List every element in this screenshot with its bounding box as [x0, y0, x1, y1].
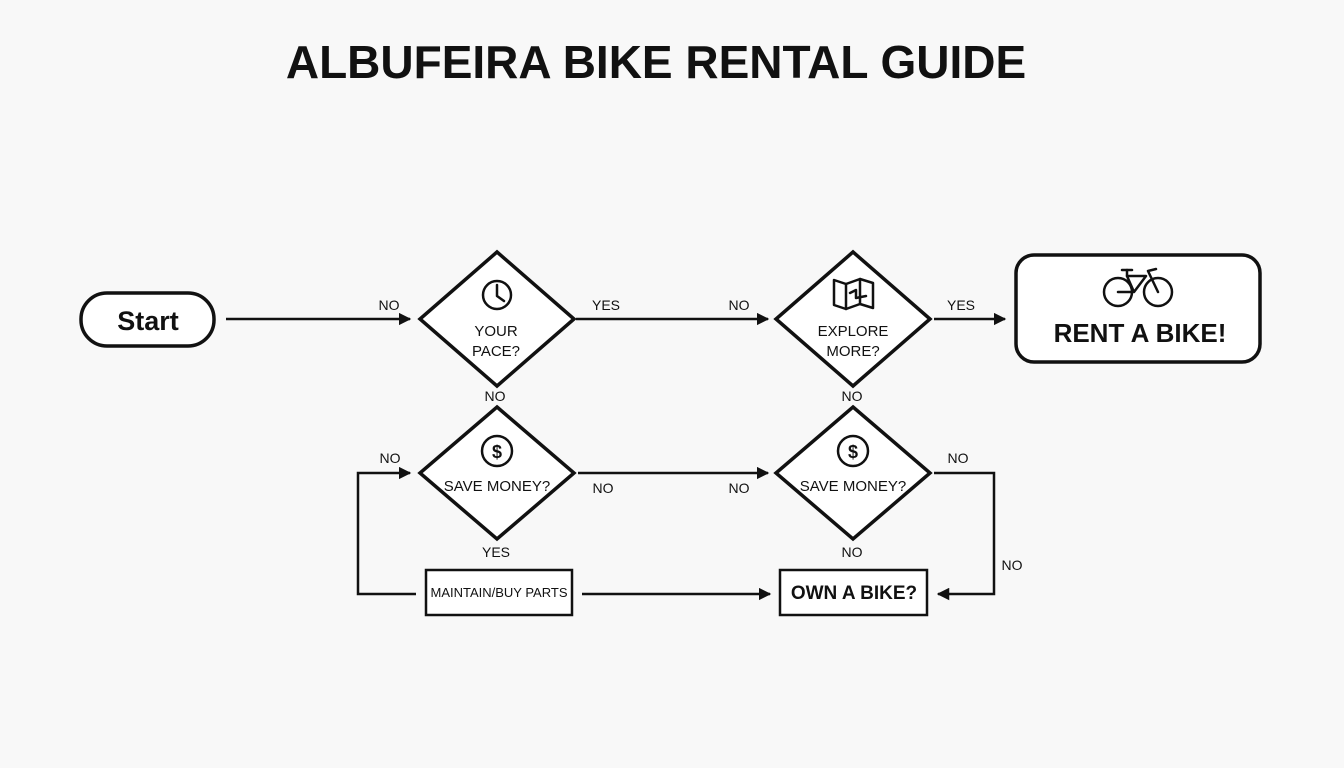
edge-label: NO [729, 297, 750, 313]
map-icon [832, 277, 875, 311]
edge-labels: NO YES NO YES NO NO NO NO NO NO YES NO N… [379, 297, 1023, 573]
outcome-rent-bike: RENT A BIKE! [1014, 253, 1262, 364]
rent-bike-label: RENT A BIKE! [1054, 318, 1227, 348]
bicycle-icon [1102, 267, 1174, 308]
decision-explore-more: EXPLORE MORE? [773, 249, 933, 389]
dollar-coin-icon: $ [836, 434, 870, 468]
explore-more-label-line2: MORE? [826, 343, 879, 360]
start-node: Start [79, 291, 216, 348]
decision-save-money-right: $ SAVE MONEY? [773, 404, 933, 542]
edge-loop-left [356, 466, 416, 596]
edge-label: YES [592, 297, 620, 313]
edge-label: NO [1002, 557, 1023, 573]
clock-icon [481, 279, 513, 311]
edge-label: NO [379, 297, 400, 313]
process-maintain-parts: MAINTAIN/BUY PARTS [424, 568, 574, 617]
start-label: Start [117, 306, 179, 336]
connectors [226, 312, 1007, 601]
edge-label: NO [842, 544, 863, 560]
svg-text:$: $ [848, 442, 858, 462]
decision-your-pace: YOUR PACE? [417, 249, 577, 389]
edge-label: NO [593, 480, 614, 496]
edge-label: NO [485, 388, 506, 404]
page-title: ALBUFEIRA BIKE RENTAL GUIDE [286, 36, 1026, 88]
edge-label: NO [948, 450, 969, 466]
your-pace-label-line2: PACE? [472, 343, 520, 360]
edge-label: NO [380, 450, 401, 466]
svg-text:$: $ [492, 442, 502, 462]
own-bike-label: OWN A BIKE? [791, 583, 917, 604]
save-money-left-label: SAVE MONEY? [444, 478, 550, 495]
your-pace-label-line1: YOUR [474, 323, 518, 340]
edge-label: NO [729, 480, 750, 496]
process-own-bike: OWN A BIKE? [778, 568, 929, 617]
maintain-parts-label: MAINTAIN/BUY PARTS [430, 585, 567, 600]
dollar-coin-icon: $ [480, 434, 514, 468]
edge-label: YES [947, 297, 975, 313]
edge-loop-right [934, 471, 996, 601]
edge-label: YES [482, 544, 510, 560]
save-money-right-label: SAVE MONEY? [800, 478, 906, 495]
explore-more-label-line1: EXPLORE [818, 323, 889, 340]
edge-label: NO [842, 388, 863, 404]
decision-save-money-left: $ SAVE MONEY? [417, 404, 577, 542]
